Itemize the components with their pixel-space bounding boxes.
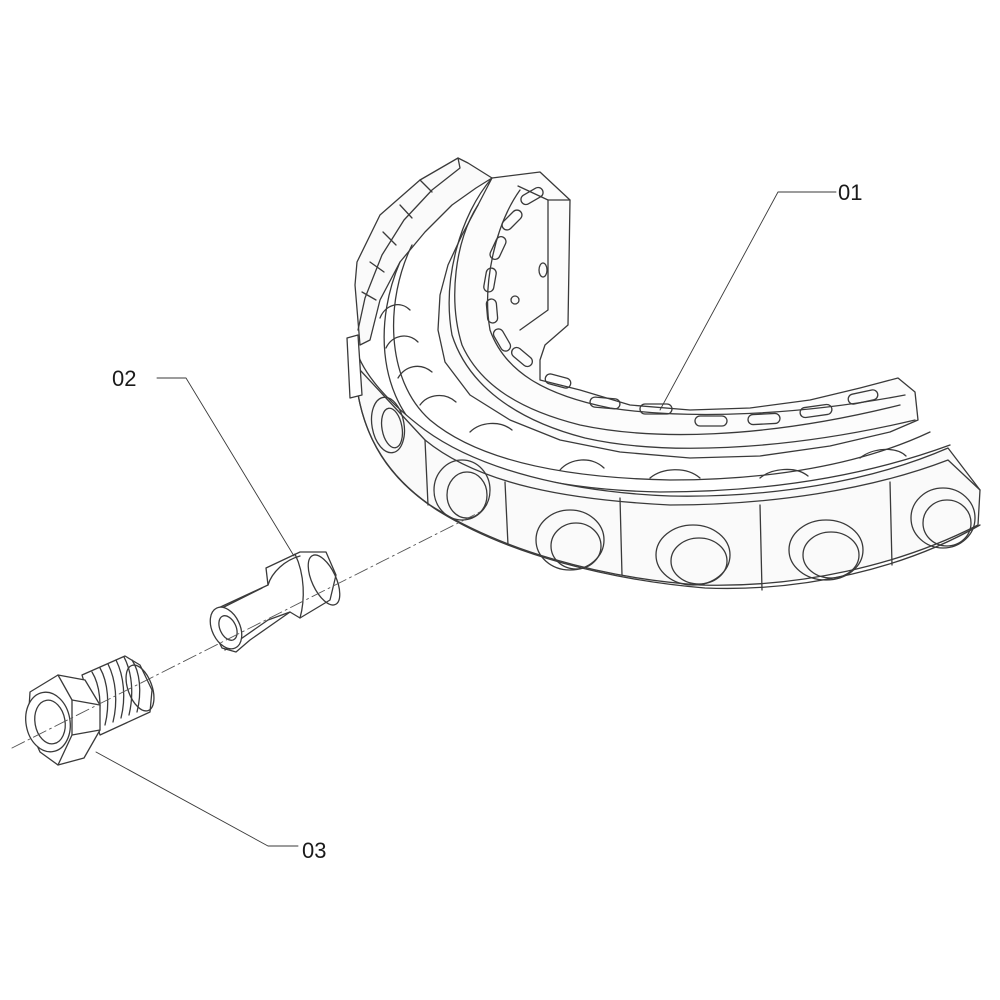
band-slot-holes: [483, 186, 879, 427]
part-03-hex-screw: [25, 655, 155, 766]
callout-label-03: 03: [302, 838, 326, 863]
track-balls: [379, 304, 907, 479]
leader-line-01: [659, 191, 837, 411]
callout-label-01: 01: [838, 180, 862, 205]
leader-line-02: [156, 377, 295, 557]
leader-line-03: [95, 751, 299, 847]
part-01-ring-segment: [346, 157, 981, 591]
assembly-axis-centerline: [11, 511, 481, 749]
outer-face-holes: [370, 396, 976, 586]
part-02-bushing: [209, 551, 341, 653]
callout-label-02: 02: [112, 366, 136, 391]
leader-lines: [95, 191, 837, 847]
